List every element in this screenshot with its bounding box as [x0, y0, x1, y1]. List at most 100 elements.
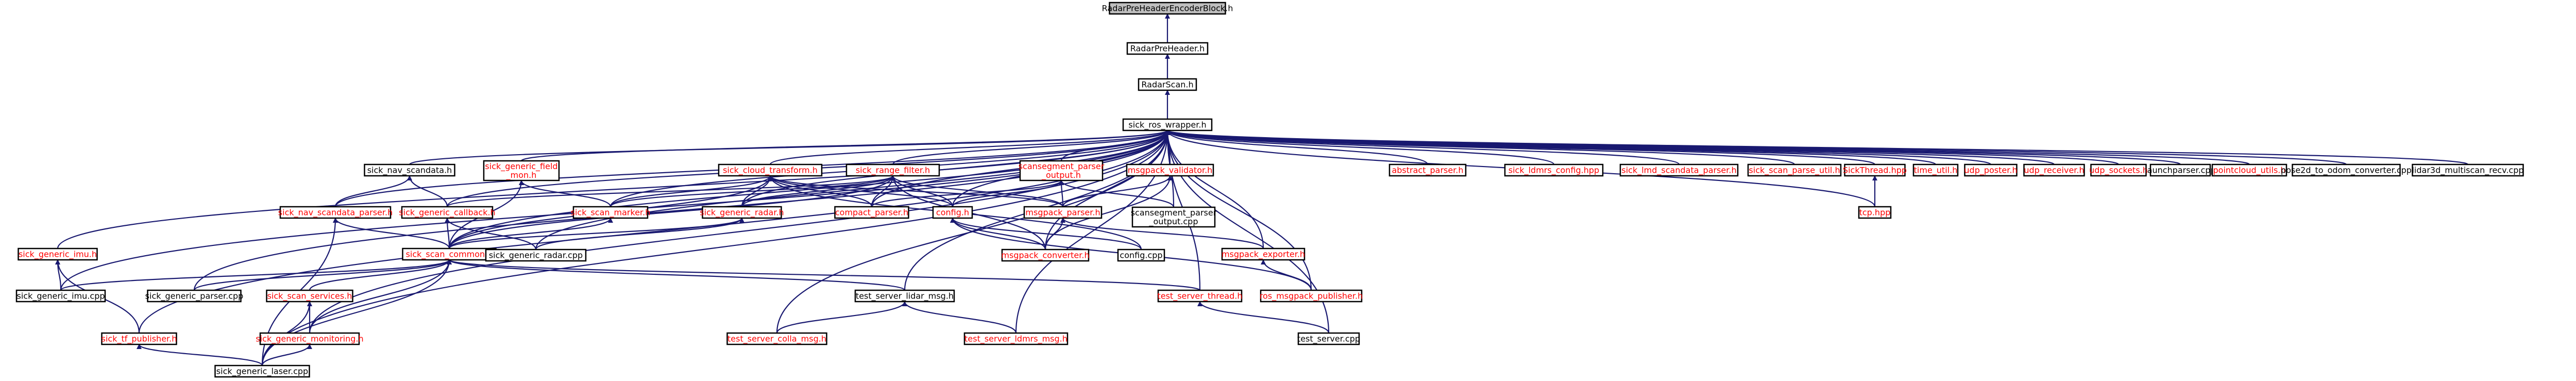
node-server-lidar[interactable]: test_server_lidar_msg.h	[854, 289, 955, 303]
node-udp-receiver[interactable]: udp_receiver.h	[2023, 163, 2085, 177]
edge-scan_common-to-range_filter	[448, 175, 895, 249]
node-label: config.cpp	[1120, 251, 1162, 260]
node-ros-msgpack[interactable]: ros_msgpack_publisher.h	[1260, 289, 1363, 303]
node-box	[2149, 163, 2211, 177]
node-label: launchparser.cpp	[2145, 165, 2216, 175]
edge-scan_services-to-scan_common	[309, 259, 452, 291]
node-label: pose2d_to_odom_converter.cpp	[2281, 165, 2412, 176]
node-box	[718, 163, 823, 177]
edge-server_thread-to-scan_common	[447, 259, 1201, 291]
node-label: sick_ldmrs_config.hpp	[1509, 165, 1599, 176]
node-label: sick_cloud_transform.h	[723, 165, 818, 176]
node-box	[1122, 118, 1213, 131]
edge-msgpack_parser-to-msgpack_validator	[1062, 175, 1173, 207]
node-radar-cpp[interactable]: sick_generic_radar.cpp	[485, 249, 587, 262]
edge-callback-to-range_filter	[446, 175, 895, 208]
node-msgpack-converter[interactable]: msgpack_converter.h	[1001, 249, 1090, 262]
edge-msgpack_exporter-to-msgpack_parser	[1060, 218, 1264, 249]
edge-laser_cpp-to-wrapper	[261, 130, 1170, 366]
node-lmd-scandata[interactable]: sick_lmd_scandata_parser.h	[1619, 163, 1739, 177]
node-box	[854, 289, 955, 303]
node-msgpack-validator[interactable]: msgpack_validator.h	[1126, 163, 1214, 177]
node-colla-msg[interactable]: test_server_colla_msg.h	[726, 332, 827, 345]
edge-scan_common-to-generic_radar	[448, 218, 744, 249]
node-rph[interactable]: RadarPreHeader.h	[1126, 42, 1209, 55]
node-config-cpp[interactable]: config.cpp	[1117, 249, 1165, 262]
node-label: sick_scan_common.h	[406, 250, 493, 260]
node-label: sick_nav_scandata.h	[367, 165, 452, 176]
node-laser-cpp[interactable]: sick_generic_laser.cpp	[214, 365, 310, 378]
edge-msgpack_parser-to-cloud_transform	[768, 175, 1064, 207]
node-box	[2211, 163, 2287, 177]
node-server-thread[interactable]: test_server_thread.h	[1157, 289, 1243, 303]
node-lidar3d[interactable]: lidar3d_multiscan_recv.cpp	[2412, 163, 2524, 177]
node-pose2d[interactable]: pose2d_to_odom_converter.cpp	[2281, 163, 2412, 177]
node-scanseg-parser[interactable]: scansegment_parser_output.h	[1019, 160, 1105, 181]
node-scan-common[interactable]: sick_scan_common.h	[402, 247, 497, 261]
node-label: config.h	[936, 208, 969, 218]
node-box	[845, 163, 940, 177]
node-monitoring[interactable]: sick_generic_monitoring.h	[256, 332, 364, 345]
node-label: sick_generic_imu.h	[19, 250, 97, 260]
node-label: pointcloud_utils.h	[2213, 165, 2286, 176]
node-tcp[interactable]: tcp.hpp	[1858, 206, 1892, 219]
node-tf-publisher[interactable]: sick_tf_publisher.h	[101, 332, 177, 345]
node-range-filter[interactable]: sick_range_filter.h	[845, 163, 940, 177]
edge-config_cpp-to-config_h	[950, 218, 1142, 250]
edge-scan_marker-to-field_mon	[519, 180, 612, 207]
node-box	[1388, 163, 1467, 177]
node-pointcloud-utils[interactable]: pointcloud_utils.h	[2211, 163, 2287, 177]
node-label: msgpack_exporter.h	[1222, 250, 1305, 260]
node-udp-poster[interactable]: udp_poster.h	[1964, 163, 2018, 177]
node-generic-imu[interactable]: sick_generic_imu.h	[18, 247, 98, 261]
node-msgpack-exporter[interactable]: msgpack_exporter.h	[1221, 247, 1306, 261]
node-box	[1001, 249, 1090, 262]
node-scan-parse-util[interactable]: sick_scan_parse_util.h	[1747, 163, 1842, 177]
node-server-cpp[interactable]: test_server.cpp	[1297, 332, 1360, 345]
node-box	[1504, 163, 1604, 177]
node-time-util[interactable]: time_util.h	[1912, 163, 1959, 177]
node-label: ros_msgpack_publisher.h	[1260, 291, 1363, 302]
node-label: sick_ros_wrapper.h	[1128, 120, 1206, 130]
node-box	[1619, 163, 1739, 177]
node-scanseg-cpp[interactable]: scansegment_parser_output.cpp	[1131, 206, 1217, 228]
node-label: msgpack_parser.h	[1025, 208, 1100, 218]
node-label: sick_generic_field	[485, 161, 557, 172]
node-label: RadarPreHeaderEncoderBlock.h	[1102, 4, 1233, 13]
node-label: test_server.cpp	[1297, 334, 1360, 344]
node-abstract-parser[interactable]: abstract_parser.h	[1388, 163, 1467, 177]
node-scan-marker[interactable]: sick_scan_marker.h	[571, 206, 651, 219]
node-label: compact_parser.h	[835, 208, 908, 218]
node-label: test_server_thread.h	[1157, 291, 1242, 302]
node-box	[1157, 289, 1243, 303]
node-ldmrs-msg[interactable]: test_server_ldmrs_msg.h	[963, 332, 1069, 345]
node-imu-cpp[interactable]: sick_generic_imu.cpp	[15, 289, 106, 303]
node-launchparser[interactable]: launchparser.cpp	[2145, 163, 2216, 177]
node-sickthread[interactable]: SickThread.hpp	[1843, 163, 1907, 177]
node-box	[1109, 2, 1226, 15]
node-udp-sockets[interactable]: udp_sockets.h	[2089, 163, 2148, 177]
node-label: scansegment_parser	[1019, 161, 1105, 172]
edge-imu_cpp-to-scan_common	[60, 259, 452, 291]
node-nav-scandata[interactable]: sick_nav_scandata.h	[364, 163, 455, 177]
node-parser-cpp[interactable]: sick_generic_parser.cpp	[145, 289, 244, 303]
node-compact-parser[interactable]: compact_parser.h	[834, 206, 909, 219]
node-msgpack-parser[interactable]: msgpack_parser.h	[1023, 206, 1103, 219]
node-box	[963, 332, 1069, 345]
node-box	[2090, 163, 2147, 177]
node-box	[214, 365, 310, 378]
node-ldmrs-config[interactable]: sick_ldmrs_config.hpp	[1504, 163, 1604, 177]
edge-nav_parser-to-nav_scandata	[334, 175, 412, 207]
node-label: sick_scan_marker.h	[571, 208, 651, 218]
node-scan-services[interactable]: sick_scan_services.h	[266, 289, 353, 303]
node-cloud-transform[interactable]: sick_cloud_transform.h	[718, 163, 823, 177]
node-generic-radar[interactable]: sick_generic_radar.h	[700, 206, 784, 219]
node-rscan[interactable]: RadarScan.h	[1138, 78, 1197, 91]
node-config-h[interactable]: config.h	[932, 206, 973, 219]
node-wrapper[interactable]: sick_ros_wrapper.h	[1122, 118, 1213, 131]
node-field-mon[interactable]: sick_generic_field_mon.h	[483, 160, 560, 181]
node-nav-parser[interactable]: sick_nav_scandata_parser.h	[278, 206, 393, 219]
node-label: sick_generic_imu.cpp	[16, 291, 105, 302]
node-box	[932, 206, 973, 219]
node-callback[interactable]: sick_generic_callback.h	[399, 206, 496, 219]
